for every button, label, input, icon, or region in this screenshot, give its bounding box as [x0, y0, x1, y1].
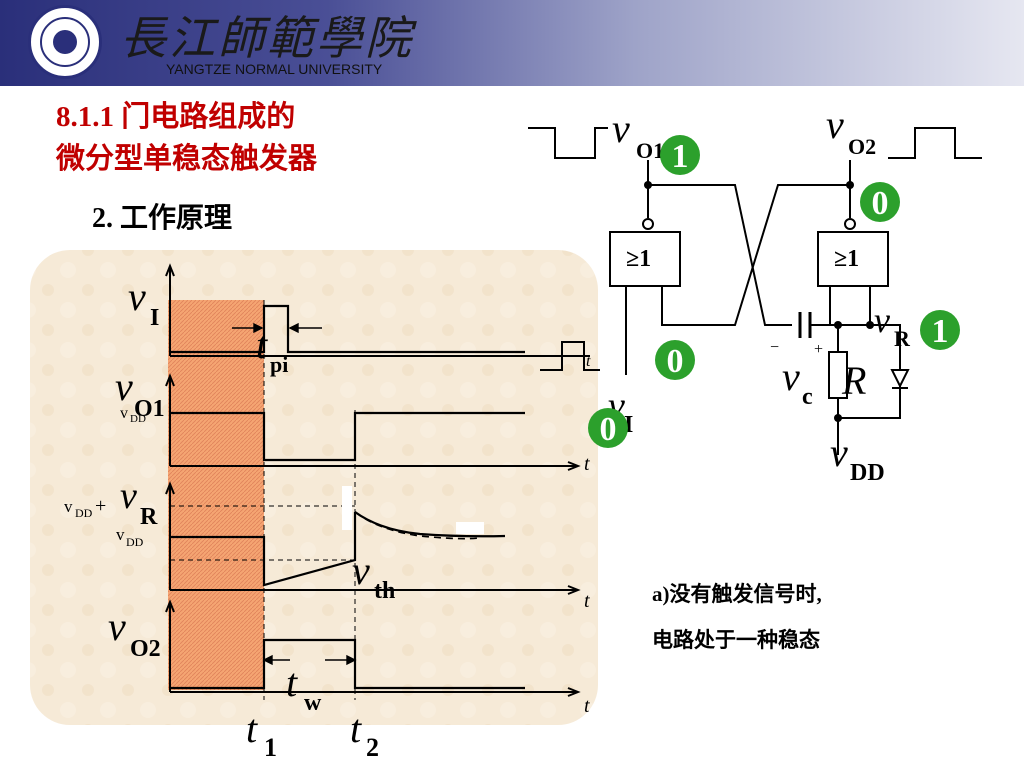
timing-vth-sub: th [374, 578, 395, 604]
timing-vth-label: v [352, 548, 370, 593]
state-badges: 1 0 1 0 0 [588, 135, 960, 448]
highlight-region [168, 300, 264, 690]
timing-t1-label: t [246, 706, 258, 751]
timing-panel [30, 250, 598, 725]
cap-minus: − [770, 339, 779, 356]
cap-plus: + [814, 341, 823, 358]
diode-icon [890, 369, 910, 389]
timing-vI-sub: I [150, 305, 159, 331]
circuit-vR-label: v [874, 300, 890, 340]
circuit-vI-sub: I [624, 412, 633, 438]
badge-vI: 0 [600, 411, 617, 448]
gate1-label: ≥1 [626, 246, 651, 272]
resistor [828, 351, 848, 399]
header-banner: 長江師範學院 YANGTZE NORMAL UNIVERSITY [0, 0, 1024, 86]
caption-line1: a)没有触发信号时, [652, 582, 822, 606]
nor-gate-2 [817, 231, 889, 287]
timing-t1-sub: 1 [264, 733, 277, 762]
timing-t-axis-1: t [584, 453, 590, 475]
gate2-label: ≥1 [834, 246, 859, 272]
timing-plus-sign: + [95, 495, 106, 517]
timing-vDD-a-label: v [120, 405, 128, 422]
timing-tw-label: t [286, 660, 298, 705]
timing-t2-label: t [350, 706, 362, 751]
section-title-line1: 8.1.1 门电路组成的 [56, 101, 296, 133]
timing-tpi-sub: pi [270, 352, 288, 377]
timing-vO1-label: v [115, 364, 133, 409]
timing-vDD-plus-label: v [64, 497, 73, 516]
caption-line2: 电路处于一种稳态 [652, 628, 820, 652]
timing-vDD-a-sub: DD [130, 413, 146, 425]
timing-vO1-sub: O1 [134, 396, 165, 422]
circuit-vO1-sub: O1 [636, 138, 664, 163]
guide-lines [170, 300, 356, 700]
university-logo-icon [28, 5, 102, 79]
circuit-vR-sub: R [894, 326, 911, 351]
circuit-vO2-sub: O2 [848, 134, 876, 159]
timing-vR-sub: R [140, 504, 158, 530]
circuit-wires [528, 127, 982, 455]
circuit-vDD-label: v [830, 430, 848, 475]
timing-t-axis-3: t [584, 695, 590, 717]
nor-gate-1 [609, 231, 681, 287]
circuit-vO2-label: v [826, 102, 844, 147]
timing-axes [165, 263, 590, 697]
logo-chinese-name: 長江師範學院 [120, 11, 414, 65]
section-title-line2: 微分型单稳态触发器 [56, 143, 318, 175]
timing-vI-label: v [128, 274, 146, 319]
badge-gate1-input: 0 [667, 343, 684, 380]
timing-vO2-sub: O2 [130, 636, 161, 662]
timing-vDD-plus-sub: DD [75, 506, 93, 520]
timing-vDD-b-sub: DD [126, 535, 144, 549]
timing-t2-sub: 2 [366, 733, 379, 762]
circuit-vc-sub: c [802, 384, 813, 410]
circuit-vO1-label: v [612, 106, 630, 151]
circuit-vc-label: v [782, 354, 800, 399]
circuit-vDD-sub: DD [850, 460, 885, 486]
subtitle: 2. 工作原理 [92, 203, 233, 234]
timing-vDD-b-label: v [116, 525, 125, 544]
badge-vR: 1 [932, 313, 949, 350]
timing-tpi-label: t [256, 322, 268, 367]
badge-vO1: 1 [672, 138, 689, 175]
circuit-R-label: R [841, 358, 866, 403]
timing-tw-sub: w [304, 690, 322, 716]
waveforms [170, 304, 525, 690]
timing-vR-label: v [120, 475, 137, 517]
dimension-arrows [232, 322, 357, 666]
logo-english-name: YANGTZE NORMAL UNIVERSITY [166, 61, 383, 77]
badge-vO2: 0 [872, 185, 889, 222]
circuit-t-small: t [586, 353, 591, 370]
junction-dots [644, 181, 874, 422]
timing-t-axis-2: t [584, 590, 590, 612]
timing-vO2-label: v [108, 604, 126, 649]
